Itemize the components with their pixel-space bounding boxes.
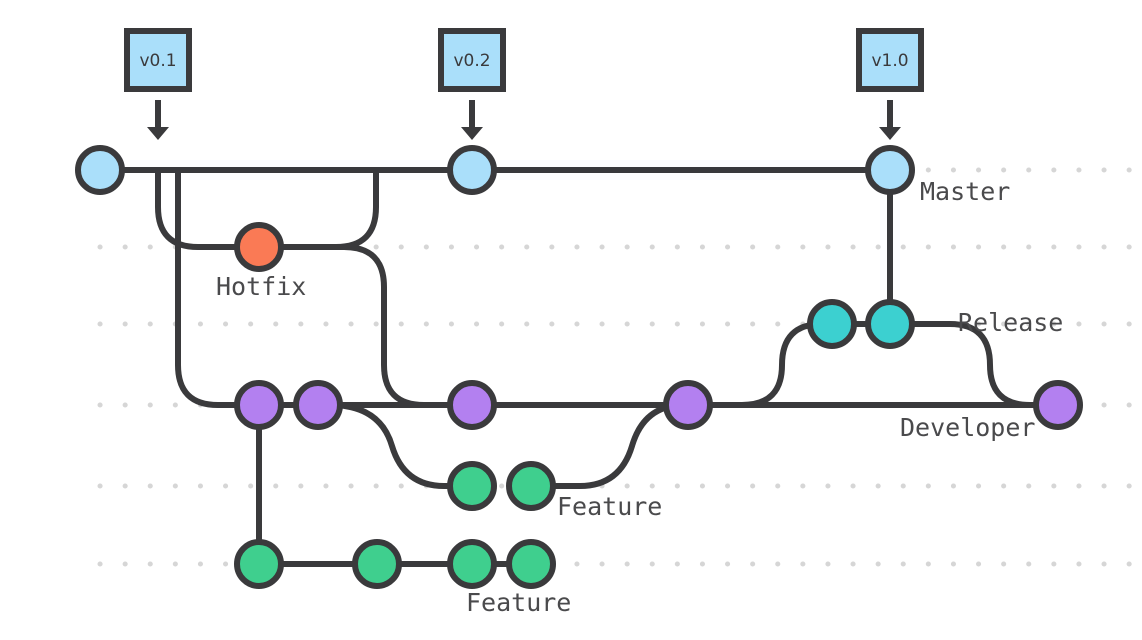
tag-v02[interactable]: v0.2: [438, 28, 506, 140]
commit-node-r2[interactable]: [865, 299, 915, 349]
commit-node-f2a[interactable]: [234, 539, 284, 589]
commit-nodes-layer: [75, 145, 1083, 589]
branch-label-master: Master: [920, 177, 1010, 206]
tag-v01-label: v0.1: [139, 51, 176, 71]
edge-master-to-hotfix: [155, 170, 259, 250]
branch-labels-layer: MasterHotfixReleaseDeveloperFeatureFeatu…: [216, 177, 1063, 617]
commit-node-f1b[interactable]: [506, 461, 556, 511]
edge-release-to-developer: [890, 321, 1058, 408]
branch-label-feature1: Feature: [557, 492, 662, 521]
commit-node-h1[interactable]: [234, 222, 284, 272]
commit-node-d4[interactable]: [663, 380, 713, 430]
commit-node-m2[interactable]: [447, 145, 497, 195]
commit-node-f2c[interactable]: [447, 539, 497, 589]
tag-v01-arrow-head-icon: [147, 127, 169, 140]
tag-v10[interactable]: v1.0: [856, 28, 924, 140]
branch-label-release: Release: [958, 308, 1063, 337]
commit-node-d2[interactable]: [293, 380, 343, 430]
tag-v10-arrow-head-icon: [879, 127, 901, 140]
edge-f1-to-developer: [531, 402, 685, 489]
edge-developer-to-f1: [329, 402, 472, 489]
branch-label-hotfix: Hotfix: [216, 272, 306, 301]
commit-node-d3[interactable]: [447, 380, 497, 430]
tag-v02-box[interactable]: [438, 28, 506, 92]
edge-developer-to-release: [712, 321, 832, 408]
tag-v02-label: v0.2: [453, 51, 490, 71]
version-tags-layer: v0.1 v0.2 v1.0: [124, 28, 924, 140]
tag-v01[interactable]: v0.1: [124, 28, 192, 140]
commit-node-d1[interactable]: [234, 380, 284, 430]
commit-node-f1a[interactable]: [447, 461, 497, 511]
commit-node-m3[interactable]: [865, 145, 915, 195]
branch-label-developer: Developer: [900, 413, 1035, 442]
commit-node-r1[interactable]: [807, 299, 857, 349]
tag-v01-box[interactable]: [124, 28, 192, 92]
tag-v10-label: v1.0: [871, 51, 908, 71]
commit-node-d5[interactable]: [1033, 380, 1083, 430]
commit-node-m1[interactable]: [75, 145, 125, 195]
commit-node-f2b[interactable]: [352, 539, 402, 589]
commit-node-f2d[interactable]: [506, 539, 556, 589]
tag-v02-arrow-head-icon: [461, 127, 483, 140]
branch-label-feature2: Feature: [466, 588, 571, 617]
tag-v10-box[interactable]: [856, 28, 924, 92]
edge-master-to-developer: [175, 170, 259, 408]
